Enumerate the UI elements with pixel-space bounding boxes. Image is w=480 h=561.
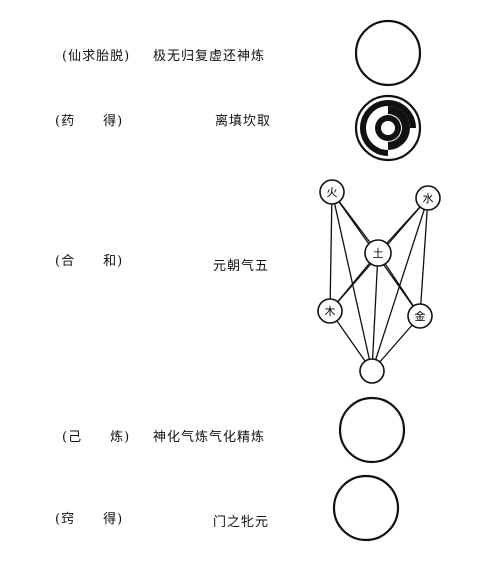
water-label: 水 <box>423 192 434 205</box>
stage-2-title: 离填坎取 <box>215 114 272 129</box>
stage-3-label: (合 和) <box>55 254 124 269</box>
wood-label: 木 <box>325 305 336 318</box>
water-node: 水 <box>415 185 441 211</box>
wood-node: 木 <box>317 298 343 324</box>
stage-5-label: (窍 得) <box>55 512 124 527</box>
stage-4-circle <box>338 396 406 464</box>
kan-li-emblem <box>354 94 422 162</box>
earth-label: 土 <box>373 247 384 260</box>
fire-label: 火 <box>327 186 338 199</box>
network-edges <box>329 191 429 372</box>
stage-4-title: 神化气炼气化精炼 <box>153 430 266 445</box>
stage-1-circle <box>354 19 422 87</box>
stage-1-title: 极无归复虚还神炼 <box>153 49 266 64</box>
stage-1-label: (仙求胎脱) <box>62 49 131 64</box>
stage-3-title: 元朝气五 <box>213 259 270 274</box>
unity-node <box>359 358 385 384</box>
five-elements-network: 火 水 土 木 金 <box>317 179 441 384</box>
metal-label: 金 <box>415 309 426 323</box>
metal-node: 金 <box>407 303 433 329</box>
fire-node: 火 <box>319 179 345 205</box>
earth-node: 土 <box>364 239 392 267</box>
stage-5-title: 门之牝元 <box>213 515 270 530</box>
stage-4-label: (己 炼) <box>62 430 131 445</box>
stage-5-circle <box>332 474 400 542</box>
stage-2-label: (药 得) <box>55 114 124 129</box>
